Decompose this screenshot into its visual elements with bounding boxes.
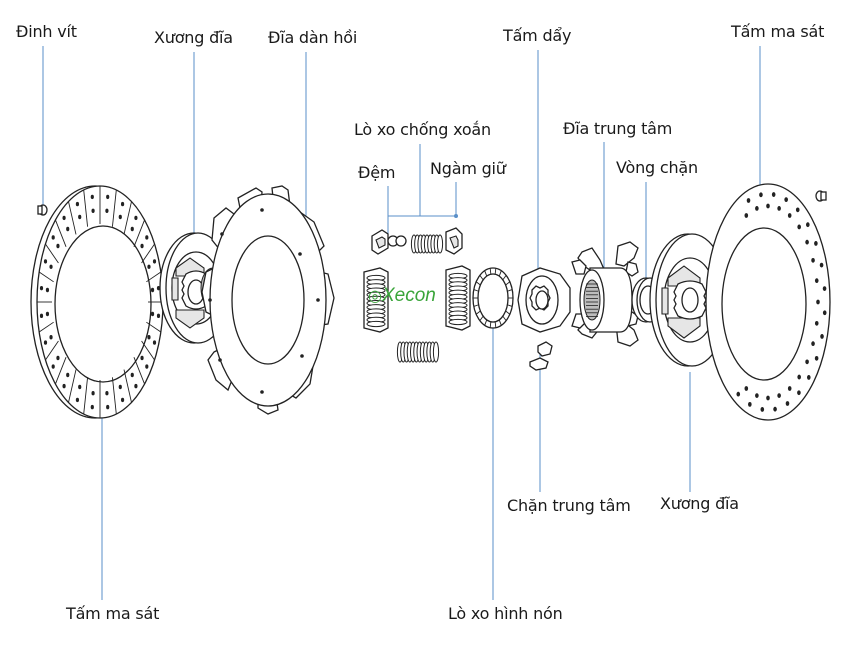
spring-pack-top [371, 227, 463, 255]
rivet-right-icon [815, 190, 827, 202]
label-tam-ma-sat-right: Tấm ma sát [731, 22, 825, 41]
label-dia-trung-tam: Đĩa trung tâm [563, 119, 673, 138]
watermark-text: Xecon [381, 285, 436, 306]
conical-spring [472, 267, 514, 329]
label-dinh-vit: Đinh vít [16, 22, 77, 41]
center-hub [571, 241, 639, 347]
label-lo-xo-hinh-non: Lò xo hình nón [448, 604, 563, 623]
label-xuong-dia-left: Xương đĩa [154, 28, 233, 47]
label-xuong-dia-right: Xương đĩa [660, 494, 739, 513]
friction-disc-left [30, 185, 164, 419]
label-ngam-giu: Ngàm giữ [430, 159, 506, 178]
label-tam-day: Tấm dẩy [503, 26, 572, 45]
leader-dot [454, 214, 458, 218]
label-dia-dan-hoi: Đĩa dàn hồi [268, 28, 358, 47]
center-stop [529, 341, 553, 371]
label-dem: Đệm [358, 163, 396, 182]
leader-lines [42, 46, 761, 600]
rivet-left-icon [37, 204, 48, 216]
elastic-disc [201, 185, 335, 415]
watermark-icon: ◎ [368, 288, 382, 305]
watermark-logo: ◎Xecon [368, 285, 436, 307]
label-vong-chan: Vòng chặn [616, 158, 698, 177]
push-plate [517, 267, 571, 333]
label-lo-xo-chong-xoan: Lò xo chống xoắn [354, 120, 491, 139]
spring-pack-bottom [396, 341, 440, 363]
label-chan-trung-tam: Chặn trung tâm [507, 496, 631, 515]
spring-pack-middle [363, 265, 471, 333]
friction-disc-right [705, 183, 831, 421]
label-tam-ma-sat-left: Tấm ma sát [66, 604, 160, 623]
